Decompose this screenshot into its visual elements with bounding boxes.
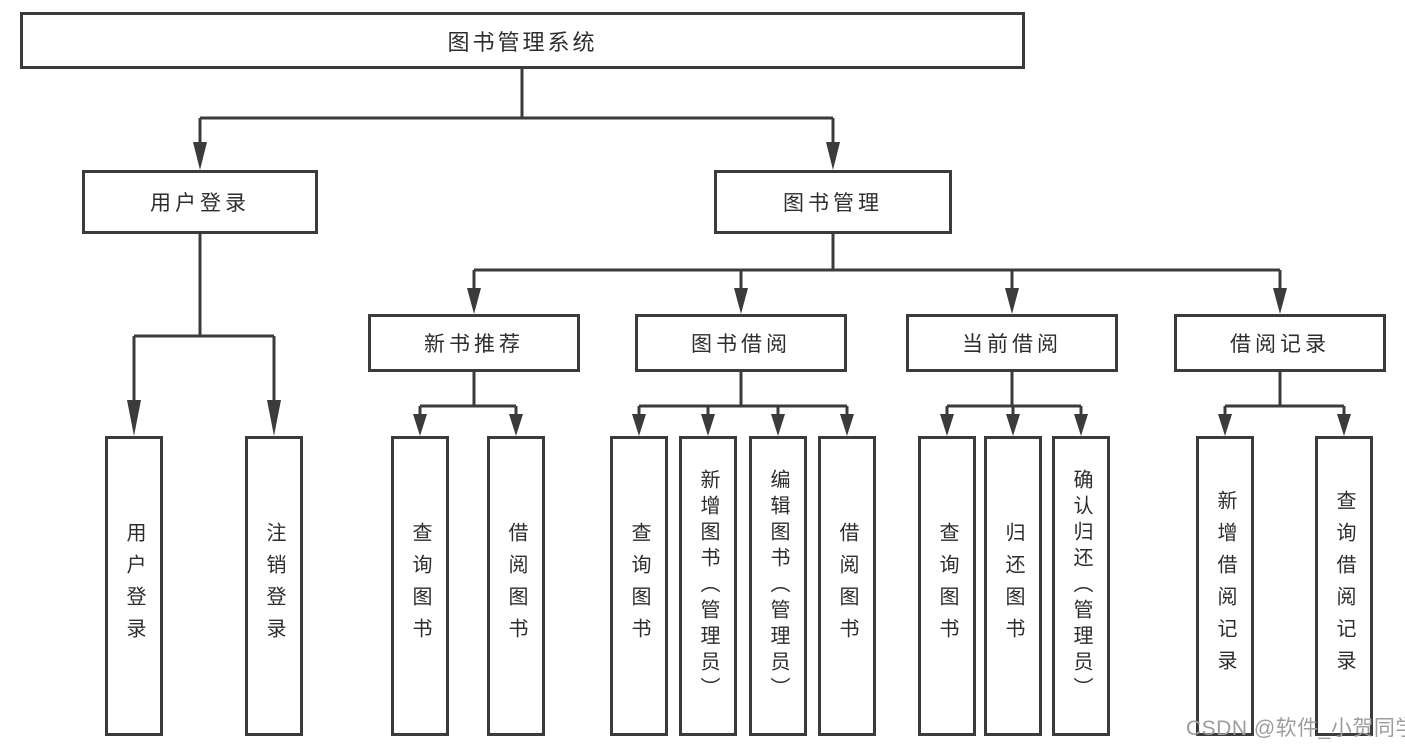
leaf-query-books-1: 查询图书 bbox=[391, 436, 449, 736]
arrowhead bbox=[413, 414, 427, 436]
leaf-label: 借阅图书 bbox=[505, 522, 527, 650]
leaf-add-borrow-record: 新增借阅记录 bbox=[1196, 436, 1254, 736]
arrowhead bbox=[734, 288, 748, 314]
leaf-query-borrow-record: 查询借阅记录 bbox=[1315, 436, 1373, 736]
arrowhead bbox=[1074, 414, 1088, 436]
node-new-book-recommend: 新书推荐 bbox=[368, 314, 580, 372]
arrowhead bbox=[1273, 288, 1287, 314]
node-label: 图书管理 bbox=[783, 192, 883, 215]
node-borrow-records: 借阅记录 bbox=[1174, 314, 1386, 372]
arrowhead bbox=[1006, 414, 1020, 436]
arrowhead bbox=[1337, 414, 1351, 436]
leaf-add-books-admin: 新增图书（管理员） bbox=[679, 436, 737, 736]
leaf-logout: 注销登录 bbox=[245, 436, 303, 736]
connector-book-borrow bbox=[637, 372, 849, 414]
arrowhead bbox=[509, 414, 523, 436]
node-user-login: 用户登录 bbox=[82, 170, 318, 234]
node-book-borrow: 图书借阅 bbox=[635, 314, 847, 372]
leaf-label: 用户登录 bbox=[123, 522, 145, 650]
leaf-confirm-return-admin: 确认归还（管理员） bbox=[1052, 436, 1110, 736]
leaf-label: 归还图书 bbox=[1002, 522, 1024, 650]
node-label: 用户登录 bbox=[150, 192, 250, 215]
leaf-return-books: 归还图书 bbox=[984, 436, 1042, 736]
arrowhead bbox=[127, 400, 141, 436]
arrowhead bbox=[771, 414, 785, 436]
node-current-borrow: 当前借阅 bbox=[906, 314, 1118, 372]
leaf-label: 查询图书 bbox=[628, 522, 650, 650]
arrowhead bbox=[467, 288, 481, 314]
leaf-label: 查询借阅记录 bbox=[1333, 490, 1355, 682]
arrowhead bbox=[1218, 414, 1232, 436]
leaf-label: 注销登录 bbox=[263, 522, 285, 650]
arrowhead bbox=[940, 414, 954, 436]
leaf-label: 新增借阅记录 bbox=[1214, 490, 1236, 682]
node-library-management-system: 图书管理系统 bbox=[20, 12, 1025, 69]
arrowheads bbox=[127, 142, 1351, 436]
leaf-label: 查询图书 bbox=[409, 522, 431, 650]
csdn-watermark: CSDN @软件_小贺同学 bbox=[1186, 717, 1405, 740]
leaf-label: 新增图书（管理员） bbox=[697, 469, 719, 703]
connector-book-management bbox=[472, 234, 1282, 288]
leaf-label: 查询图书 bbox=[936, 522, 958, 650]
arrowhead bbox=[826, 142, 840, 170]
node-label: 当前借阅 bbox=[962, 333, 1062, 356]
connector-user-login bbox=[132, 234, 276, 402]
leaf-label: 借阅图书 bbox=[836, 522, 858, 650]
arrowhead bbox=[701, 414, 715, 436]
connector-current-borrow bbox=[945, 372, 1083, 414]
leaf-label: 确认归还（管理员） bbox=[1070, 469, 1092, 703]
arrowhead bbox=[193, 142, 207, 170]
node-book-management: 图书管理 bbox=[714, 170, 952, 234]
leaf-edit-books-admin: 编辑图书（管理员） bbox=[749, 436, 807, 736]
leaf-borrow-books-1: 借阅图书 bbox=[487, 436, 545, 736]
leaf-label: 编辑图书（管理员） bbox=[767, 469, 789, 703]
connector-new-book bbox=[418, 372, 518, 414]
leaf-query-books-3: 查询图书 bbox=[918, 436, 976, 736]
node-label: 图书管理系统 bbox=[447, 29, 598, 55]
node-label: 图书借阅 bbox=[691, 333, 791, 356]
arrowhead bbox=[267, 400, 281, 436]
connector-root bbox=[198, 69, 835, 142]
arrowhead bbox=[840, 414, 854, 436]
leaf-borrow-books-2: 借阅图书 bbox=[818, 436, 876, 736]
arrowhead bbox=[632, 414, 646, 436]
node-label: 新书推荐 bbox=[424, 333, 524, 356]
arrowhead bbox=[1005, 288, 1019, 314]
leaf-user-login: 用户登录 bbox=[105, 436, 163, 736]
node-label: 借阅记录 bbox=[1230, 333, 1330, 356]
leaf-query-books-2: 查询图书 bbox=[610, 436, 668, 736]
connector-borrow-records bbox=[1223, 372, 1346, 414]
